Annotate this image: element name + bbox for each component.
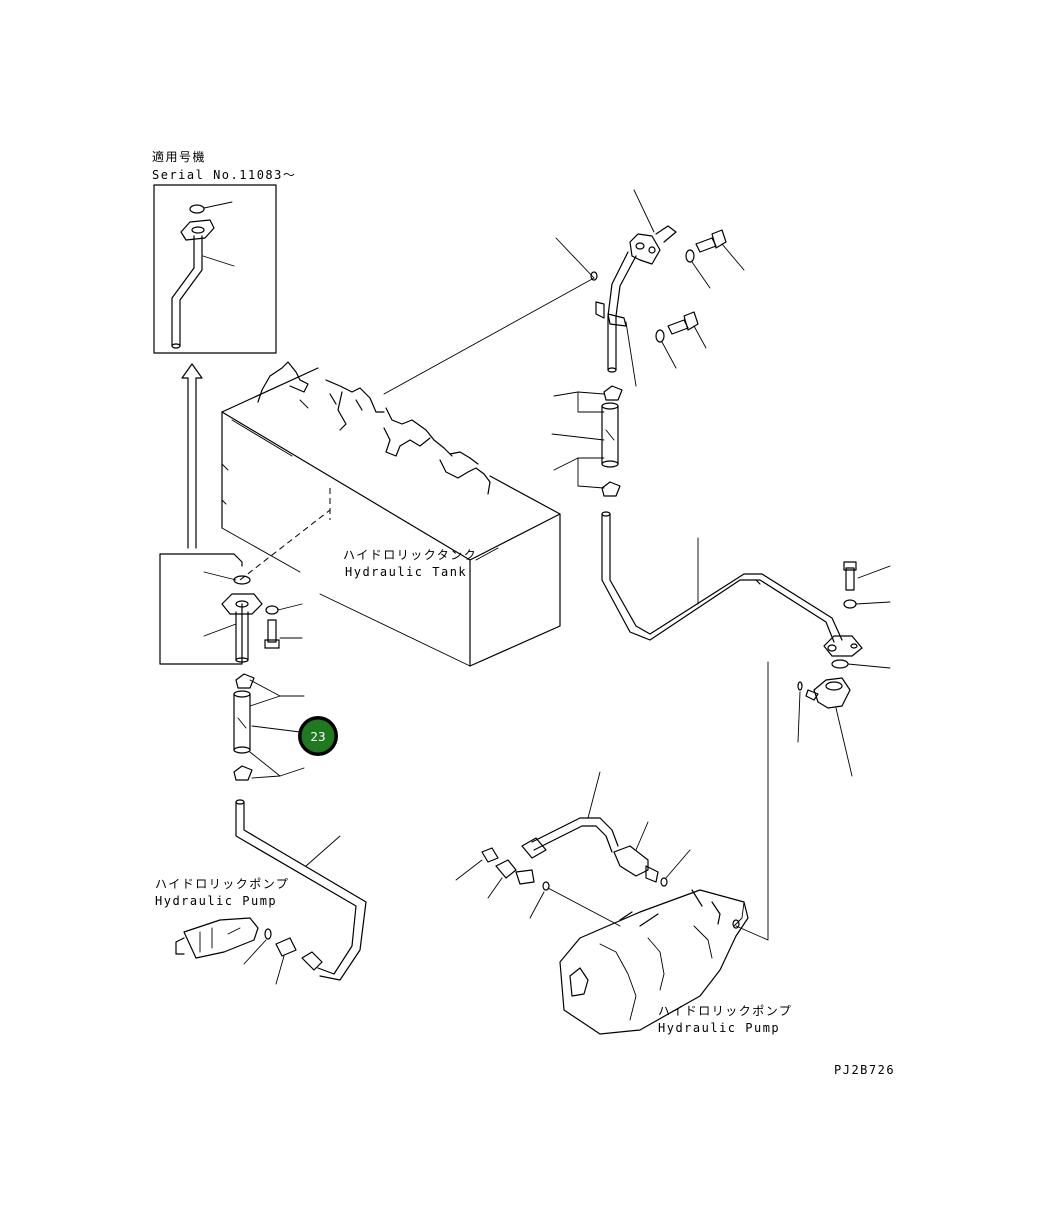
bolt-icon — [845, 567, 855, 591]
clamp-icon — [235, 673, 255, 689]
washer-icon — [843, 599, 857, 609]
lower-inset — [159, 553, 303, 665]
flange-icon — [629, 233, 661, 265]
bolt-icon — [667, 319, 689, 335]
clamp-icon — [603, 385, 623, 401]
drawing-code: PJ2B726 — [834, 1063, 895, 1077]
fitting-icon — [275, 937, 297, 957]
flange-icon — [823, 635, 863, 657]
clamp-icon — [601, 481, 621, 497]
inset-serial-box: 適用号機 Serial No.11083～ — [152, 149, 296, 354]
fitting-icon — [481, 847, 499, 863]
flange-icon — [221, 593, 263, 615]
lower-left-pipe — [235, 799, 367, 981]
pump-left-label-en: Hydraulic Pump — [155, 894, 277, 908]
left-pump: ハイドロリックポンプ Hydraulic Pump — [155, 877, 297, 985]
o-ring-icon — [233, 575, 251, 585]
part-number-badge[interactable]: 23 — [298, 716, 338, 756]
badge-number: 23 — [310, 730, 325, 744]
flange-icon — [180, 219, 215, 241]
bolt-icon — [695, 237, 717, 253]
upper-hose-clamps — [551, 385, 623, 497]
lower-hose-clamps — [233, 673, 305, 781]
o-ring-icon — [264, 928, 272, 940]
transition-arrow-icon — [181, 363, 203, 549]
pressure-hose — [455, 771, 691, 927]
o-ring-icon — [189, 204, 205, 214]
clamp-icon — [233, 765, 253, 781]
elbow-fitting-icon — [813, 677, 851, 709]
washer-icon — [685, 249, 695, 263]
tank-label-en: Hydraulic Tank — [345, 565, 467, 579]
inset-serial: Serial No.11083～ — [152, 168, 296, 182]
upper-pipe-assembly — [595, 189, 745, 387]
tank-label-ja: ハイドロリックタンク — [343, 548, 477, 562]
o-ring-icon — [542, 881, 550, 891]
bolt-icon — [267, 619, 277, 643]
washer-icon — [655, 329, 665, 343]
tee-fitting-icon — [495, 859, 517, 879]
pump-right-label-ja: ハイドロリックポンプ — [658, 1004, 792, 1018]
right-pump: ハイドロリックポンプ Hydraulic Pump — [559, 889, 792, 1035]
washer-icon — [265, 605, 279, 615]
o-ring-icon — [831, 659, 849, 669]
hydraulic-tank: ハイドロリックタンク Hydraulic Tank — [221, 361, 561, 667]
right-long-pipe — [601, 511, 891, 941]
pump-right-label-en: Hydraulic Pump — [658, 1021, 780, 1035]
pump-left-label-ja: ハイドロリックポンプ — [155, 877, 289, 891]
inset-title: 適用号機 — [152, 149, 206, 164]
badge-fill — [301, 719, 335, 753]
